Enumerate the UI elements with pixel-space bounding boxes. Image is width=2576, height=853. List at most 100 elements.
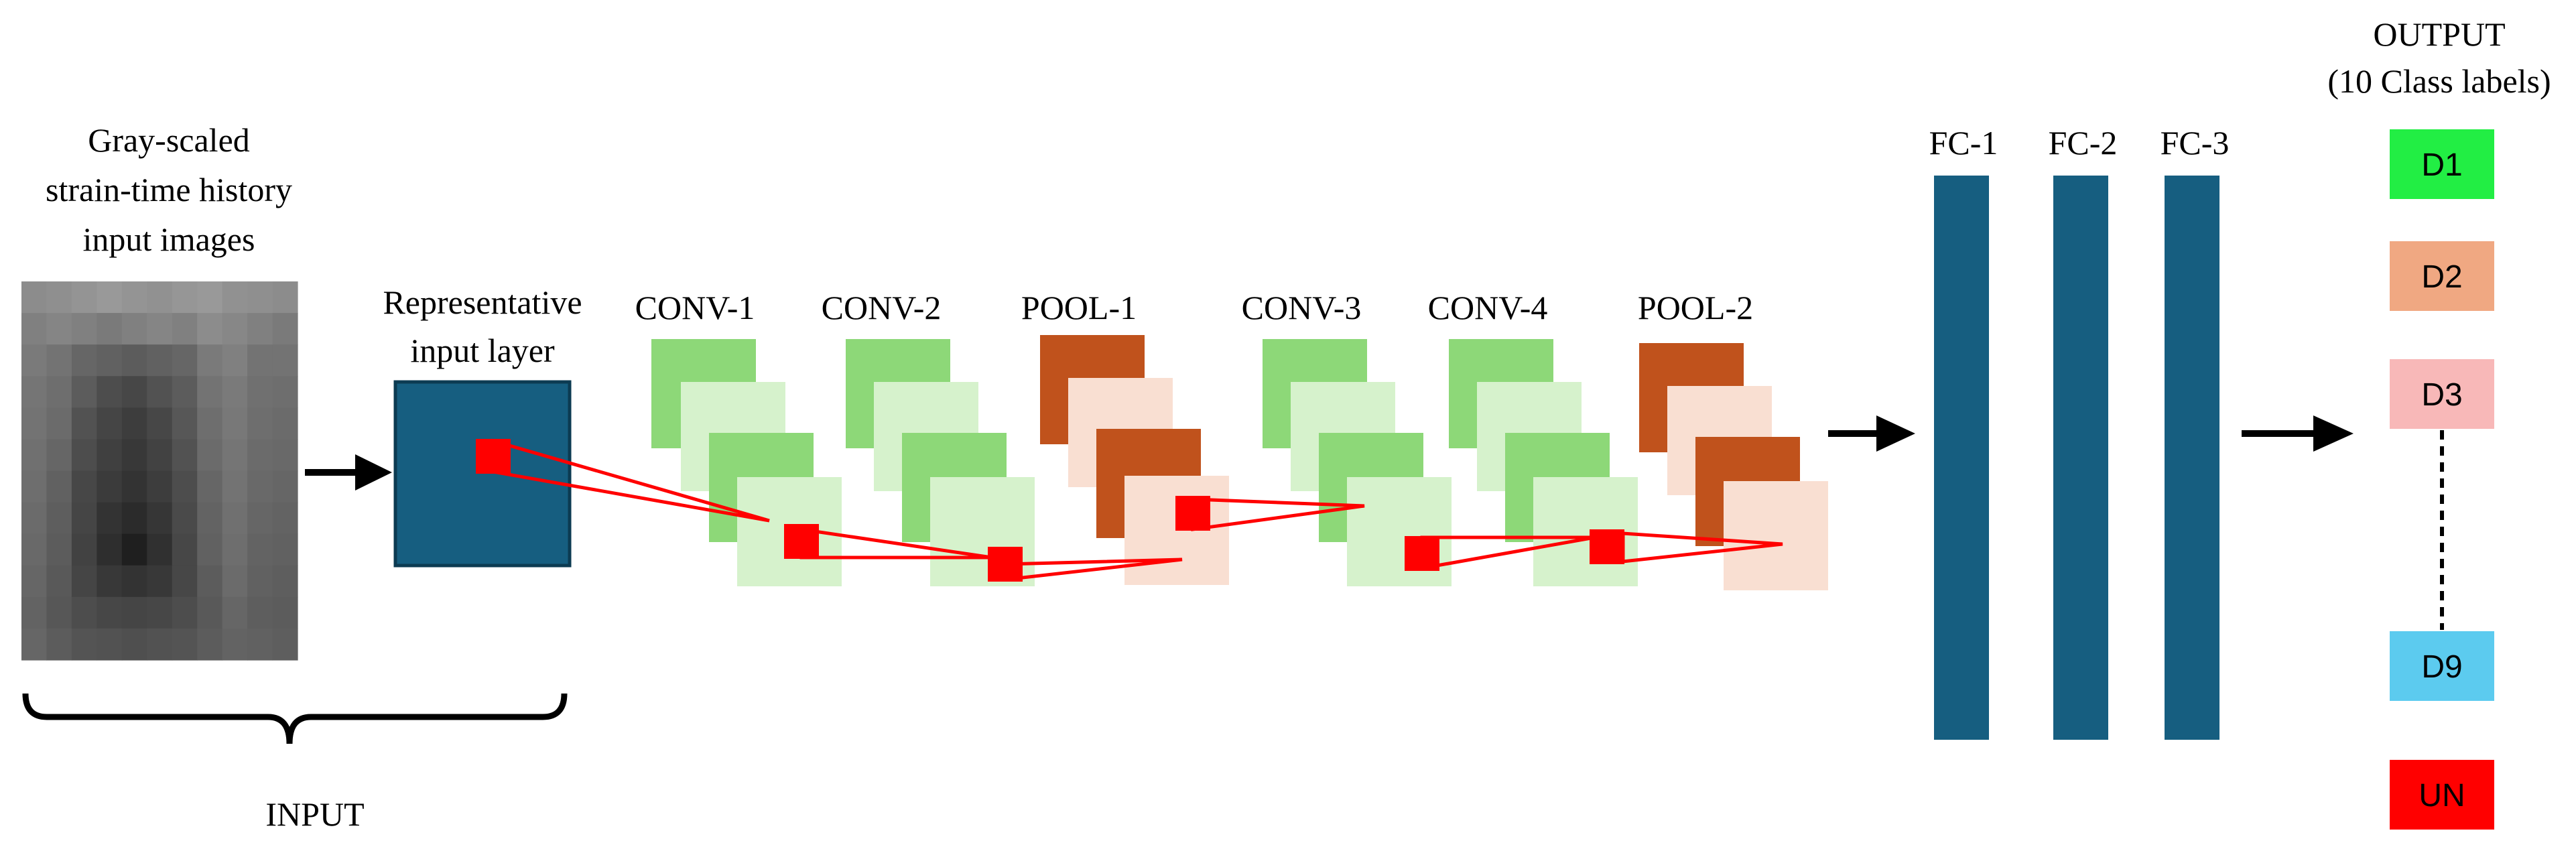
input-image-pixel (272, 502, 298, 535)
input-image-pixel (147, 407, 173, 440)
input-image-pixel (46, 565, 72, 598)
input-image-pixel (21, 344, 48, 377)
pool1-feature-maps (1040, 335, 1229, 585)
input-image-pixel (197, 344, 223, 377)
input-image-pixel (121, 502, 147, 535)
input-image-pixel (96, 565, 123, 598)
input-image-pixel (21, 628, 48, 661)
input-image-pixel (197, 565, 223, 598)
input-image-pixel (222, 344, 248, 377)
input-image-pixel (46, 596, 72, 629)
input-image-pixel (147, 502, 173, 535)
layer-label-conv3: CONV-3 (1242, 289, 1362, 326)
input-image-pixel (172, 596, 198, 629)
input-image-pixel (71, 376, 97, 408)
input-image-pixel (247, 439, 273, 472)
class-label-d1: D1 (2421, 147, 2462, 183)
input-image-pixel (21, 407, 48, 440)
input-image-pixel (147, 596, 173, 629)
fc1-layer (1934, 176, 1989, 740)
input-image-pixel (71, 596, 97, 629)
layer-label-fc3: FC-3 (2161, 124, 2230, 161)
input-image-pixel (172, 533, 198, 566)
layer-label-conv4: CONV-4 (1428, 289, 1548, 326)
input-image-pixel (272, 565, 298, 598)
input-image-pixel (222, 376, 248, 408)
input-image-pixel (247, 628, 273, 661)
input-image-pixel (172, 628, 198, 661)
input-image-pixel (147, 533, 173, 566)
input-image-pixel (21, 502, 48, 535)
input-image-pixel (21, 439, 48, 472)
input-image-pixel (222, 470, 248, 503)
input-image-pixel (197, 439, 223, 472)
input-image-pixel (197, 281, 223, 314)
input-image-pixel (96, 407, 123, 440)
arrow-to-fc-layers (1828, 415, 1915, 452)
class-label-un: UN (2419, 778, 2465, 813)
input-image-pixel (46, 376, 72, 408)
input-image-pixel (121, 533, 147, 566)
input-image-pixel (247, 281, 273, 314)
input-image-pixel (222, 439, 248, 472)
input-image-pixel (96, 344, 123, 377)
input-image-pixel (172, 313, 198, 345)
input-image-pixel (147, 376, 173, 408)
input-image-pixel (147, 628, 173, 661)
layer-label-conv1: CONV-1 (635, 289, 755, 326)
input-layer-caption-line1: Representative (383, 283, 582, 321)
class-box-d9 (2390, 631, 2494, 701)
conv1-feature-maps (651, 339, 842, 586)
input-image-pixel (21, 470, 48, 503)
input-image-caption-line1: Gray-scaled (88, 121, 250, 159)
input-image-pixel (121, 376, 147, 408)
input-image-pixel (197, 596, 223, 629)
input-image-pixel (21, 281, 48, 314)
input-image-pixel (172, 439, 198, 472)
input-image-pixel (46, 407, 72, 440)
input-image-caption-line2: strain-time history (46, 171, 292, 208)
class-box-d3 (2390, 359, 2494, 429)
input-image-pixel (197, 533, 223, 566)
kernel-square-input (476, 439, 511, 474)
input-image-pixel (197, 470, 223, 503)
input-image-pixel (247, 596, 273, 629)
layer-label-conv2: CONV-2 (822, 289, 942, 326)
input-image-pixel (121, 596, 147, 629)
layer-label-fc2: FC-2 (2049, 124, 2118, 161)
layer-label-fc1: FC-1 (1929, 124, 1998, 161)
input-image-pixel (71, 281, 97, 314)
input-image-pixel (222, 628, 248, 661)
pool2-feature-maps (1639, 343, 1828, 590)
input-image-pixel (147, 439, 173, 472)
kernel-square-conv1 (784, 524, 819, 559)
input-image-pixel (21, 565, 48, 598)
input-image-pixel (172, 281, 198, 314)
input-image-pixel (272, 533, 298, 566)
input-image-caption-line3: input images (83, 220, 255, 258)
input-image-pixel (46, 344, 72, 377)
input-image-pixel (172, 502, 198, 535)
kernel-squares (476, 439, 1624, 582)
input-image-pixel (247, 344, 273, 377)
input-image-pixel (197, 313, 223, 345)
input-image-pixel (21, 313, 48, 345)
input-image-pixel (222, 565, 248, 598)
input-image-pixel (222, 596, 248, 629)
input-image-pixel (71, 344, 97, 377)
input-image-pixel (46, 502, 72, 535)
input-image-pixel (46, 533, 72, 566)
input-image-pixel (121, 344, 147, 377)
input-image-pixel (96, 596, 123, 629)
input-image-pixel (121, 281, 147, 314)
input-image-pixel (172, 565, 198, 598)
input-image-pixel (222, 502, 248, 535)
input-image-pixel (121, 565, 147, 598)
input-image-pixel (121, 407, 147, 440)
input-image-pixel (272, 376, 298, 408)
input-image-pixel (247, 502, 273, 535)
input-image-pixel (147, 344, 173, 377)
kernel-square-conv2 (988, 547, 1023, 582)
input-layer-caption-line2: input layer (410, 332, 555, 369)
